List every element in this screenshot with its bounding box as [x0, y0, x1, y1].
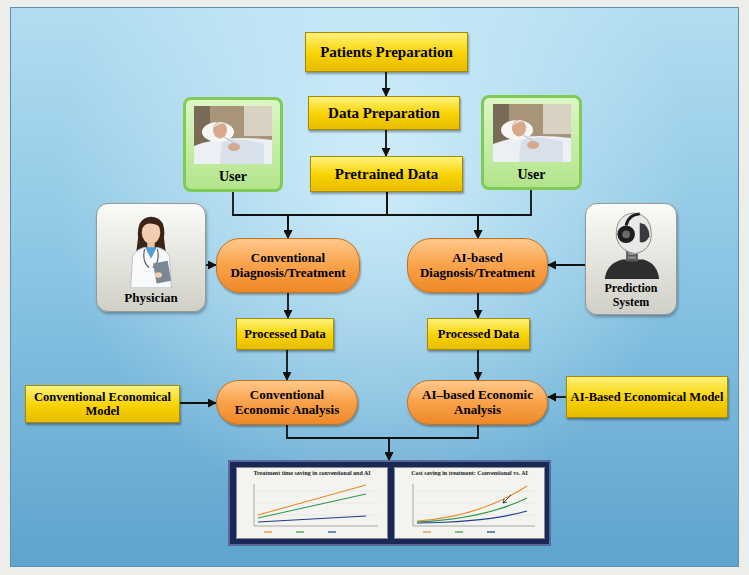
connector	[477, 293, 479, 318]
node-label: Cost saving in treatment: Conventional v…	[398, 470, 541, 477]
node-label: Physician	[101, 291, 201, 306]
node-label: Conventional Economic Analysis	[222, 388, 352, 417]
user-box: User	[481, 95, 582, 190]
node-label: Conventional Diagnosis/Treatment	[222, 251, 354, 280]
connector	[477, 350, 479, 380]
node-label: Processed Data	[240, 327, 330, 341]
actor-box: Physician	[96, 203, 206, 312]
process-step: Conventional Diagnosis/Treatment	[216, 238, 360, 293]
node-label: Patients Preparation	[312, 44, 461, 61]
connector	[233, 192, 288, 238]
node-label: User	[190, 169, 276, 185]
node-label: Pretrained Data	[317, 166, 456, 183]
node-label: Processed Data	[431, 327, 526, 341]
connector	[288, 192, 387, 238]
patient-photo	[493, 104, 571, 162]
connector	[548, 264, 585, 266]
node-label: User	[488, 167, 575, 183]
connector	[180, 402, 216, 404]
node-label: AI-Based Economical Model	[570, 390, 724, 404]
connector	[389, 425, 478, 460]
node-label: Data Preparation	[315, 105, 453, 122]
node-label: AI–based Economic Analysis	[413, 388, 542, 417]
node-label: AI-based Diagnosis/Treatment	[413, 251, 542, 280]
line-chart: Cost saving in treatment: Conventional v…	[394, 467, 545, 539]
node-label: Treatment time saving in conventional an…	[240, 470, 384, 477]
cost-line-chart	[399, 481, 541, 535]
time-line-chart	[240, 481, 384, 535]
connector	[387, 192, 478, 238]
user-box: User	[183, 97, 283, 192]
process-box: Conventional Economical Model	[25, 385, 180, 423]
line-chart: Treatment time saving in conventional an…	[236, 467, 388, 539]
connector	[287, 293, 289, 318]
connector	[206, 264, 216, 266]
connector	[287, 425, 389, 460]
physician-figure	[114, 210, 188, 288]
connector	[385, 72, 387, 96]
patient-photo	[194, 106, 272, 164]
process-box: Data Preparation	[308, 96, 460, 130]
process-step: AI-based Diagnosis/Treatment	[407, 238, 548, 293]
connector	[548, 396, 566, 398]
robot-figure	[597, 209, 665, 279]
process-box: Pretrained Data	[310, 156, 463, 192]
process-box: Patients Preparation	[305, 32, 468, 72]
node-label: Prediction System	[589, 282, 673, 309]
process-box: AI-Based Economical Model	[566, 376, 728, 418]
process-box: Processed Data	[427, 318, 530, 350]
process-step: Conventional Economic Analysis	[216, 380, 358, 425]
actor-box: Prediction System	[585, 203, 677, 315]
chart-panel: Treatment time saving in conventional an…	[228, 460, 551, 546]
process-box: Processed Data	[236, 318, 334, 350]
node-label: Conventional Economical Model	[29, 390, 176, 418]
connector	[385, 130, 387, 156]
connector	[478, 190, 531, 238]
process-step: AI–based Economic Analysis	[407, 380, 548, 425]
connector	[286, 350, 288, 380]
